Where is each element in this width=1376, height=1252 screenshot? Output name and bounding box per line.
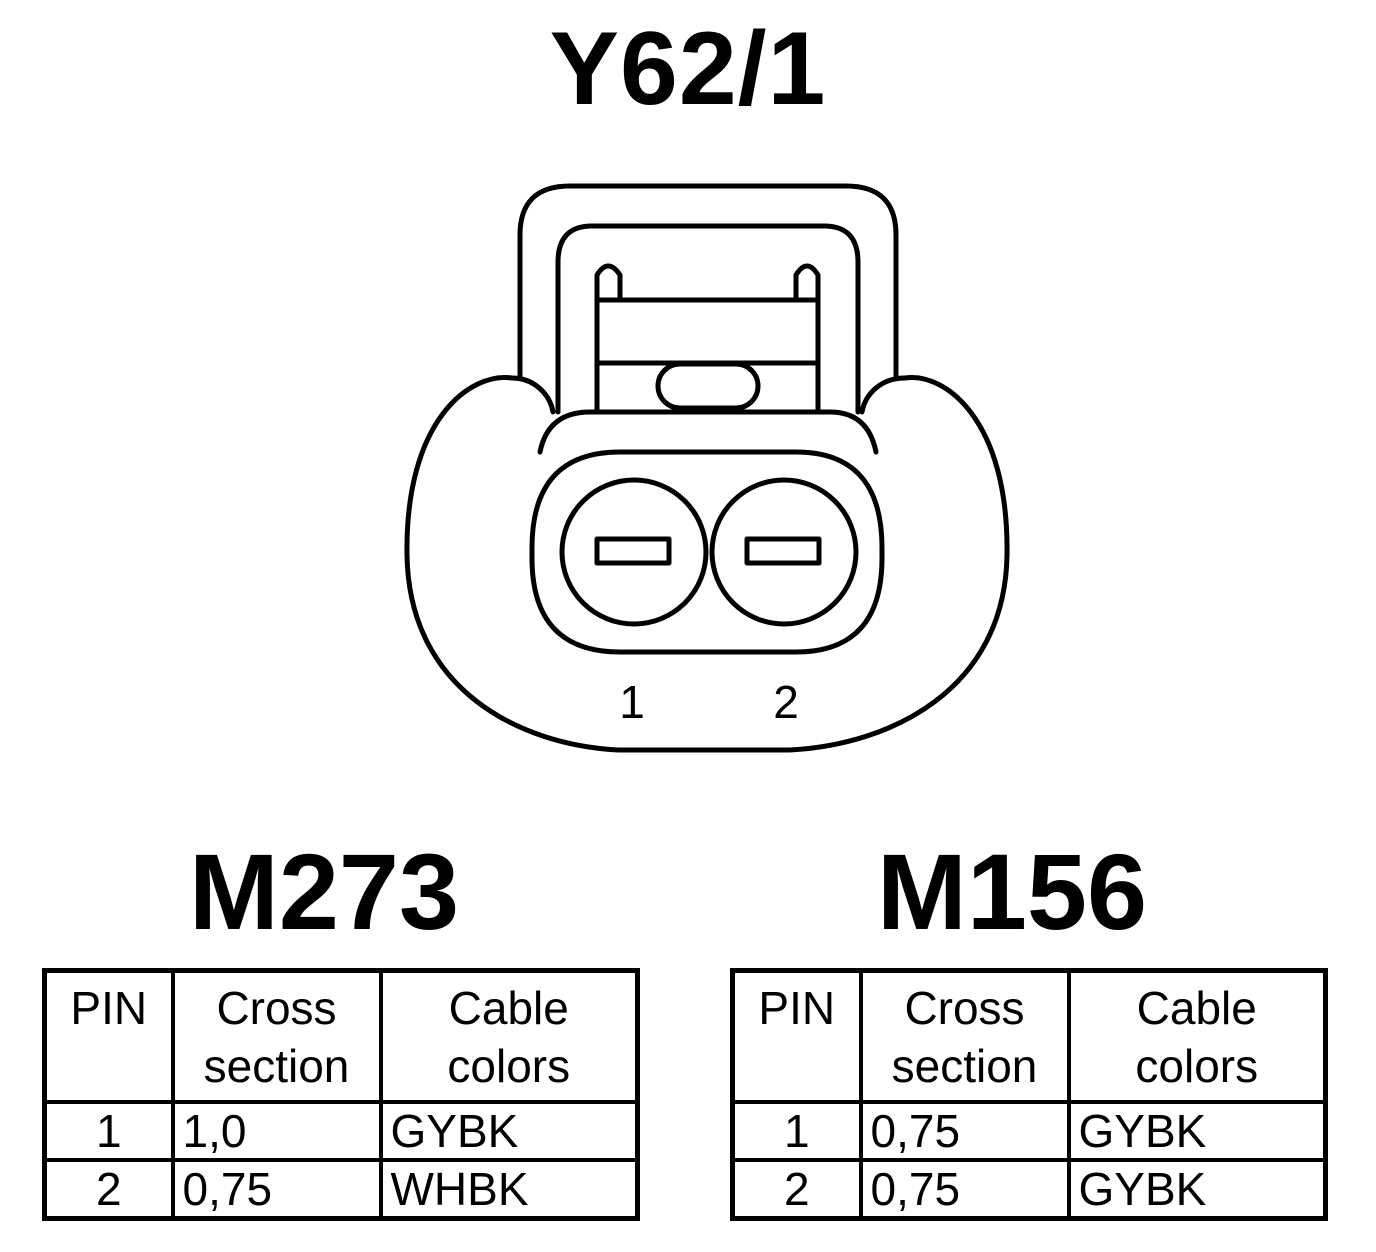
locking-bail-inner [555,223,861,415]
cell-cross-section: 0,75 [858,1158,1071,1221]
cell-pin: 2 [730,1158,863,1221]
latch-prong-right [793,263,821,413]
engine-title-m273: M273 [188,831,460,952]
pin-socket-2 [709,477,859,627]
cell-pin: 1 [730,1100,863,1162]
pin-table-m156: PIN Cross section Cable colors 1 0,75 GY… [730,968,1328,1221]
header-cable-colors: Cable colors [378,968,640,1104]
table-header-row: PIN Cross section Cable colors [42,968,640,1104]
connector-diagram: 1 2 [404,183,1010,753]
pin-table-m273: PIN Cross section Cable colors 1 1,0 GYB… [42,968,640,1221]
left-shoulder [509,375,556,415]
pin-label-1: 1 [619,676,645,728]
connector-title: Y62/1 [549,11,827,127]
cell-cross-section: 0,75 [858,1100,1071,1162]
table-row: 2 0,75 GYBK [730,1158,1328,1221]
terminal-slot-1 [594,536,672,566]
locking-bail-outer [517,183,899,381]
cell-cable-color: GYBK [1066,1100,1328,1162]
cell-cable-color: GYBK [378,1100,640,1162]
latch-prong-left [594,263,623,413]
terminal-slot-2 [744,536,822,566]
cell-cross-section: 1,0 [170,1100,383,1162]
right-shoulder [859,375,908,415]
header-pin: PIN [42,968,175,1104]
table-row: 1 0,75 GYBK [730,1100,1328,1162]
table-header-row: PIN Cross section Cable colors [730,968,1328,1104]
header-cross-section: Cross section [170,968,383,1104]
cell-cross-section: 0,75 [170,1158,383,1221]
table-row: 2 0,75 WHBK [42,1158,640,1221]
pin-socket-1 [559,477,709,627]
header-pin: PIN [730,968,863,1104]
connector-face-rim [537,409,879,455]
cell-pin: 1 [42,1100,175,1162]
pin-label-2: 2 [773,676,799,728]
table-row: 1 1,0 GYBK [42,1100,640,1162]
header-cable-colors: Cable colors [1066,968,1328,1104]
latch-oval [655,361,761,411]
cell-cable-color: WHBK [378,1158,640,1221]
header-cross-section: Cross section [858,968,1071,1104]
socket-recess [529,449,885,655]
engine-title-m156: M156 [876,831,1148,952]
connector-housing [404,375,1010,753]
cell-pin: 2 [42,1158,175,1221]
cell-cable-color: GYBK [1066,1158,1328,1221]
